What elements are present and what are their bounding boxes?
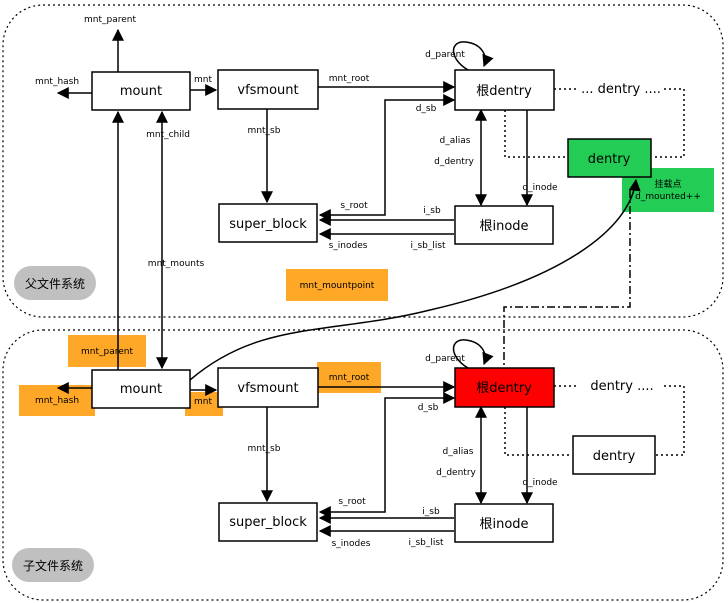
child-mnt-root-label: mnt_root xyxy=(329,373,370,383)
child-i-sb-label: i_sb xyxy=(422,507,440,517)
parent-mnt-mounts-label: mnt_mounts xyxy=(148,259,205,269)
parent-mounted-dentry-box[interactable]: dentry xyxy=(567,138,652,178)
child-root-dentry-box[interactable]: 根dentry xyxy=(454,367,555,408)
child-mnt-label: mnt xyxy=(194,397,212,407)
child-d-inode-label: d_inode xyxy=(522,478,558,488)
parent-s-inodes-label: s_inodes xyxy=(329,241,368,251)
parent-d-parent-label: d_parent xyxy=(425,50,465,60)
child-dentry-chain-label: dentry .... xyxy=(590,379,653,394)
child-mount-box[interactable]: mount xyxy=(91,369,191,409)
parent-mount-box[interactable]: mount xyxy=(91,71,191,111)
mnt-mountpoint-highlight xyxy=(286,269,388,301)
parent-fs-region xyxy=(2,4,724,318)
child-i-sb-list-label: i_sb_list xyxy=(408,538,444,548)
parent-dentry-chain-label: ... dentry .... xyxy=(581,82,661,97)
parent-mounted-dentry-label: dentry xyxy=(588,152,631,167)
child-d-alias-label: d_alias xyxy=(443,447,474,457)
parent-mnt-root-label: mnt_root xyxy=(329,74,370,84)
parent-s-root-label: s_root xyxy=(340,201,368,211)
parent-root-dentry-label: 根dentry xyxy=(476,84,532,99)
parent-fs-label: 父文件系统 xyxy=(25,276,85,291)
child-vfsmount-label: vfsmount xyxy=(237,381,298,396)
child-super-block-label: super_block xyxy=(229,515,307,530)
child-dentry-label: dentry xyxy=(593,449,636,464)
child-mnt-parent-label: mnt_parent xyxy=(81,347,133,357)
parent-mnt-hash-label: mnt_hash xyxy=(35,77,79,87)
child-fs-label: 子文件系统 xyxy=(23,558,83,573)
child-root-inode-box[interactable]: 根inode xyxy=(454,503,554,543)
parent-d-inode-label: d_inode xyxy=(522,183,558,193)
child-mnt-hash-label: mnt_hash xyxy=(35,396,79,406)
parent-root-dentry-box[interactable]: 根dentry xyxy=(454,69,555,111)
mounted-counter-label: d_mounted++ xyxy=(635,192,701,202)
mount-point-note: 挂载点 xyxy=(654,178,681,190)
child-super-block-box[interactable]: super_block xyxy=(218,502,318,542)
parent-mnt-label: mnt xyxy=(194,75,212,85)
parent-fs-edges xyxy=(56,28,533,370)
child-mnt-highlight xyxy=(185,392,223,416)
parent-vfsmount-box[interactable]: vfsmount xyxy=(217,69,319,110)
child-fs-edges xyxy=(56,178,641,537)
parent-dentry-chain-lines xyxy=(504,88,685,158)
parent-vfsmount-label: vfsmount xyxy=(237,83,298,98)
child-dentry-chain-lines xyxy=(504,385,685,456)
parent-mount-label: mount xyxy=(120,84,162,99)
parent-d-alias-label: d_alias xyxy=(440,136,471,146)
child-mnt-sb-label: mnt_sb xyxy=(248,444,281,454)
child-mnt-mountpoint-label: mnt_mountpoint xyxy=(300,281,375,291)
child-dentry-box[interactable]: dentry xyxy=(572,435,656,475)
parent-super-block-label: super_block xyxy=(229,217,307,232)
child-d-parent-label: d_parent xyxy=(425,354,465,364)
child-d-sb-label: d_sb xyxy=(418,403,439,413)
parent-root-inode-label: 根inode xyxy=(479,219,528,234)
parent-super-block-box[interactable]: super_block xyxy=(218,203,318,243)
parent-mnt-parent-label: mnt_parent xyxy=(84,15,136,25)
child-root-inode-label: 根inode xyxy=(479,517,528,532)
child-fs-badge: 子文件系统 xyxy=(12,548,94,582)
mount-point-link xyxy=(503,190,631,368)
child-mnt-root-highlight xyxy=(317,362,381,393)
parent-root-inode-box[interactable]: 根inode xyxy=(454,205,554,245)
child-s-inodes-label: s_inodes xyxy=(332,539,371,549)
child-root-dentry-label: 根dentry xyxy=(476,381,532,396)
parent-mnt-sb-label: mnt_sb xyxy=(248,126,281,136)
parent-d-sb-label: d_sb xyxy=(416,104,437,114)
child-fs-region xyxy=(2,329,724,601)
parent-i-sb-list-label: i_sb_list xyxy=(410,241,446,251)
child-s-root-label: s_root xyxy=(338,497,366,507)
child-d-dentry-label: d_dentry xyxy=(436,468,476,478)
parent-i-sb-label: i_sb xyxy=(423,206,441,216)
parent-mnt-child-label: mnt_child xyxy=(146,130,190,140)
parent-d-dentry-label: d_dentry xyxy=(434,157,474,167)
child-mount-label: mount xyxy=(120,382,162,397)
child-mnt-parent-highlight xyxy=(68,335,146,367)
child-vfsmount-box[interactable]: vfsmount xyxy=(217,367,319,408)
parent-fs-badge: 父文件系统 xyxy=(14,266,96,300)
